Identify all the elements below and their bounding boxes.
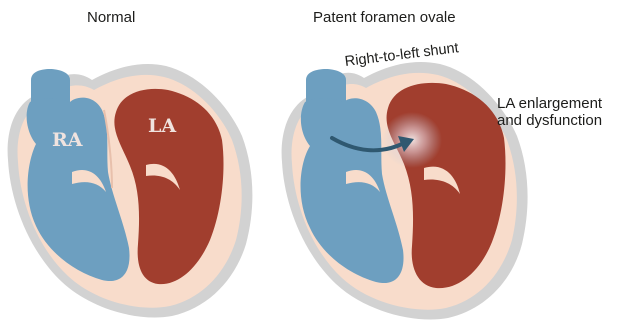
pfo-panel-title: Patent foramen ovale: [313, 9, 456, 26]
la-dysfunction-note: LA enlargement and dysfunction: [497, 95, 602, 130]
pfo-heart: [282, 62, 528, 320]
normal-panel-title: Normal: [87, 9, 135, 26]
la-note-line-1: LA enlargement: [497, 95, 602, 112]
la-note-line-2: and dysfunction: [497, 112, 602, 129]
ra-label: RA: [52, 129, 83, 151]
normal-heart: RA LA: [8, 64, 253, 318]
la-label: LA: [148, 115, 176, 137]
